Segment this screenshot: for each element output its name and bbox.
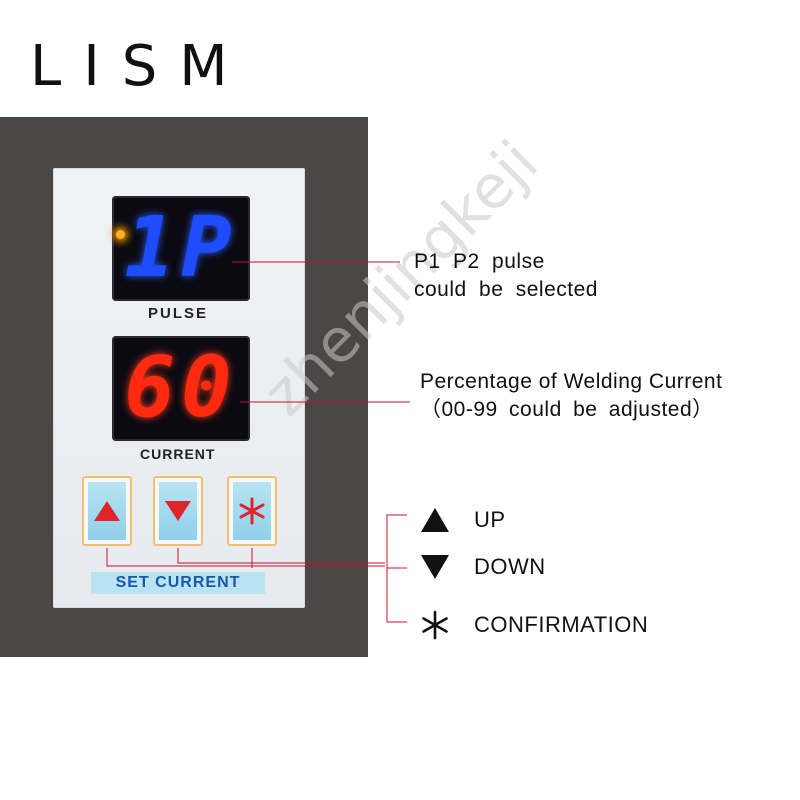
legend-up-label: UP [474, 507, 506, 532]
up-arrow-icon [94, 501, 120, 521]
up-triangle-icon [421, 508, 449, 532]
legend-bracket [386, 514, 407, 623]
brand-logo: LISM [30, 34, 250, 99]
legend-up: UP [420, 505, 506, 535]
legend-down: DOWN [420, 552, 546, 582]
asterisk-icon [239, 497, 265, 525]
pulse-annotation: P1 P2 pulse could be selected [414, 248, 598, 304]
asterisk-icon [422, 610, 448, 640]
up-button[interactable] [82, 476, 132, 546]
indicator-led [116, 230, 125, 239]
current-display: 60 [112, 336, 250, 441]
legend-confirm: CONFIRMATION [420, 610, 648, 640]
pulse-display-value: 1P [124, 198, 238, 296]
pulse-display: 1P [112, 196, 250, 301]
pulse-annotation-line2: could be selected [414, 278, 598, 301]
set-current-label: SET CURRENT [91, 572, 265, 594]
current-label: CURRENT [140, 446, 216, 462]
legend-down-label: DOWN [474, 554, 546, 579]
down-button[interactable] [153, 476, 203, 546]
down-arrow-icon [165, 501, 191, 521]
pulse-label: PULSE [148, 305, 209, 322]
current-annotation: Percentage of Welding Current （00-99 cou… [420, 368, 722, 424]
current-annotation-line1: Percentage of Welding Current [420, 370, 723, 393]
down-triangle-icon [421, 555, 449, 579]
confirm-button[interactable] [227, 476, 277, 546]
current-annotation-line2: （00-99 could be adjusted） [420, 398, 714, 421]
current-display-value: 60 [124, 338, 238, 436]
pulse-annotation-line1: P1 P2 pulse [414, 250, 545, 273]
legend-confirm-label: CONFIRMATION [474, 612, 649, 637]
